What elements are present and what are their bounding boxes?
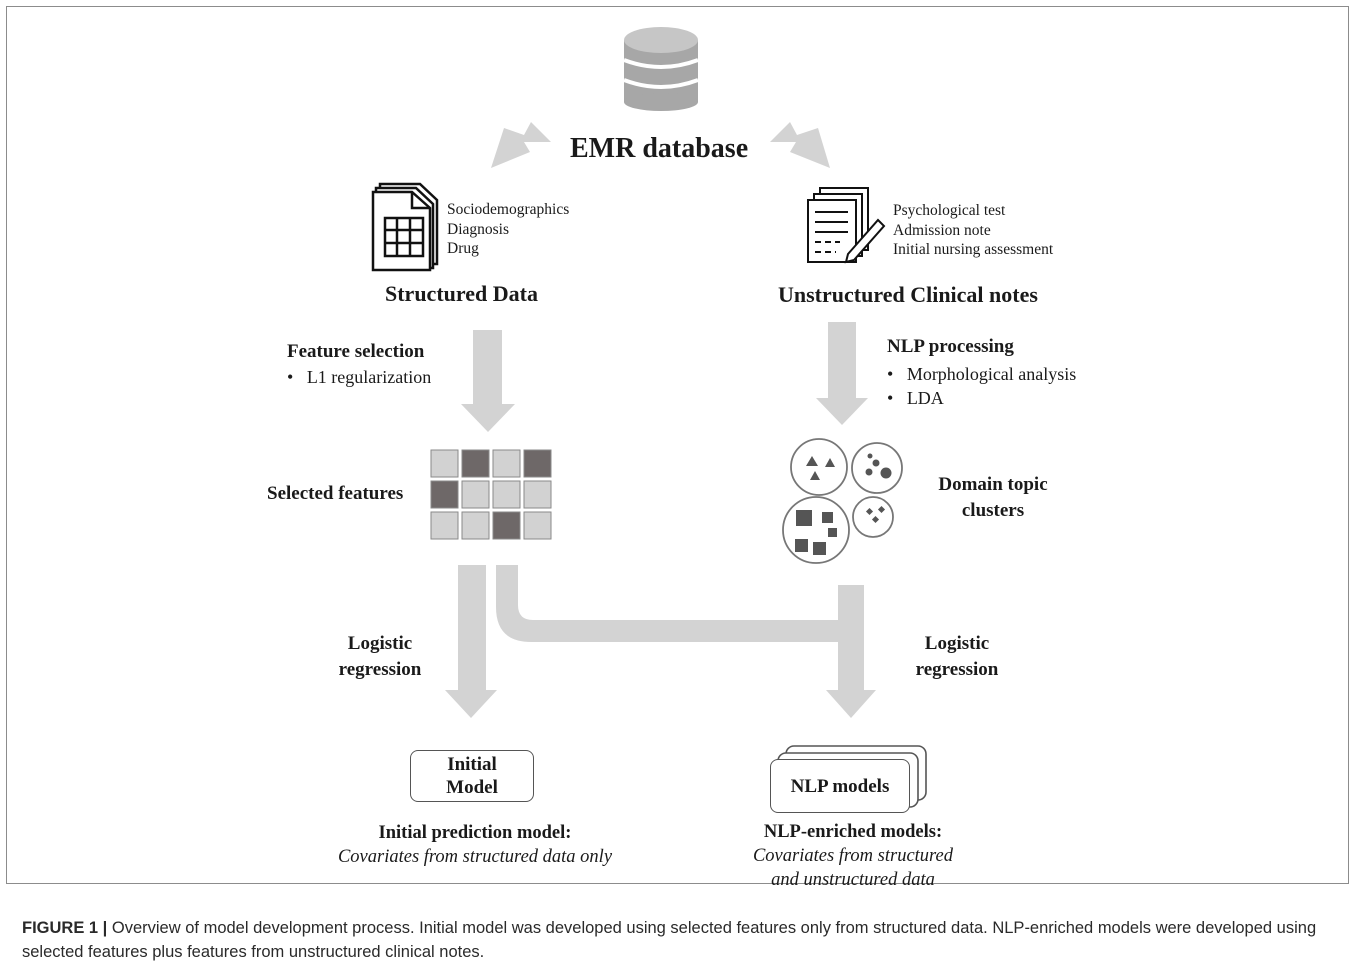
initial-desc-title: Initial prediction model: [378, 823, 572, 843]
nlp-desc-title: NLP-enriched models: [763, 822, 943, 842]
initial-model-line: Model [446, 777, 498, 798]
initial-model-line: Initial [447, 754, 497, 775]
feature-cell [523, 480, 552, 509]
logistic-left-line: regression [338, 659, 422, 680]
arrow-logistic-right-icon [826, 585, 876, 718]
structured-item: Drug [447, 240, 479, 257]
initial-model-description: Initial prediction model: Covariates fro… [300, 821, 650, 869]
logistic-right-line: regression [915, 659, 999, 680]
nlp-bullet: Morphological analysis [906, 364, 1077, 384]
initial-model-box: Initial Model [410, 750, 534, 802]
nlp-models-description: NLP-enriched models: Covariates from str… [700, 820, 1006, 892]
feature-cell [492, 480, 521, 509]
logistic-regression-right-label: Logistic regression [897, 631, 1017, 683]
notes-document-icon [807, 187, 886, 264]
unstructured-notes-items: Psychological test Admission note Initia… [893, 201, 1053, 260]
logistic-regression-left-label: Logistic regression [320, 631, 440, 683]
nlp-processing-title: NLP processing [887, 336, 1014, 357]
nlp-bullet: LDA [906, 388, 944, 408]
caption-text: Overview of model development process. I… [22, 919, 1317, 961]
unstructured-item: Psychological test [893, 202, 1006, 219]
selected-feature-cell [461, 449, 490, 478]
feature-cell [492, 449, 521, 478]
feature-selection-bullet: • L1 regularization [287, 367, 432, 387]
nlp-processing-bullets: • Morphological analysis • LDA [887, 364, 1077, 408]
nlp-desc-sub: and unstructured data [771, 870, 935, 890]
database-icon [623, 27, 699, 111]
structured-item: Sociodemographics [447, 201, 570, 218]
domain-topic-line: clusters [961, 500, 1025, 521]
nlp-desc-sub: Covariates from structured [752, 846, 954, 866]
arrow-to-structured-icon [491, 122, 551, 168]
figure-caption: FIGURE 1 | Overview of model development… [22, 916, 1337, 964]
arrow-logistic-left-icon [445, 565, 497, 718]
structured-data-items: Sociodemographics Diagnosis Drug [447, 200, 569, 259]
logistic-left-line: Logistic [347, 633, 413, 654]
feature-cell [430, 511, 459, 540]
feature-cell [430, 449, 459, 478]
feature-selection-bullet-text: L1 regularization [306, 367, 432, 387]
selected-features-grid [430, 449, 552, 540]
emr-database-title: EMR database [570, 133, 749, 164]
initial-desc-sub: Covariates from structured data only [337, 847, 613, 867]
figure-frame [6, 6, 1349, 884]
unstructured-notes-heading: Unstructured Clinical notes [778, 282, 1038, 307]
selected-feature-cell [430, 480, 459, 509]
arrow-to-unstructured-icon [770, 122, 830, 168]
domain-topic-clusters-label: Domain topic clusters [923, 472, 1063, 524]
structured-item: Diagnosis [447, 220, 509, 238]
nlp-models-box: NLP models [770, 759, 910, 813]
selected-features-label: Selected features [267, 483, 404, 504]
feature-cell [523, 511, 552, 540]
selected-feature-cell [523, 449, 552, 478]
unstructured-item: Admission note [893, 221, 991, 239]
logistic-right-line: Logistic [924, 633, 990, 654]
feature-selection-title: Feature selection [287, 341, 425, 362]
feature-cell [461, 480, 490, 509]
feature-cell [461, 511, 490, 540]
structured-data-heading: Structured Data [385, 281, 538, 306]
arrow-nlp-processing-icon [816, 322, 868, 425]
unstructured-item: Initial nursing assessment [893, 241, 1054, 258]
selected-feature-cell [492, 511, 521, 540]
spreadsheet-document-icon [371, 182, 439, 272]
cluster-shapes-icon [795, 453, 892, 555]
domain-topic-line: Domain topic [938, 474, 1048, 495]
arrow-feature-selection-icon [461, 330, 515, 432]
connector-to-nlp-models-icon [496, 565, 838, 642]
caption-label: FIGURE 1 | [22, 919, 108, 937]
